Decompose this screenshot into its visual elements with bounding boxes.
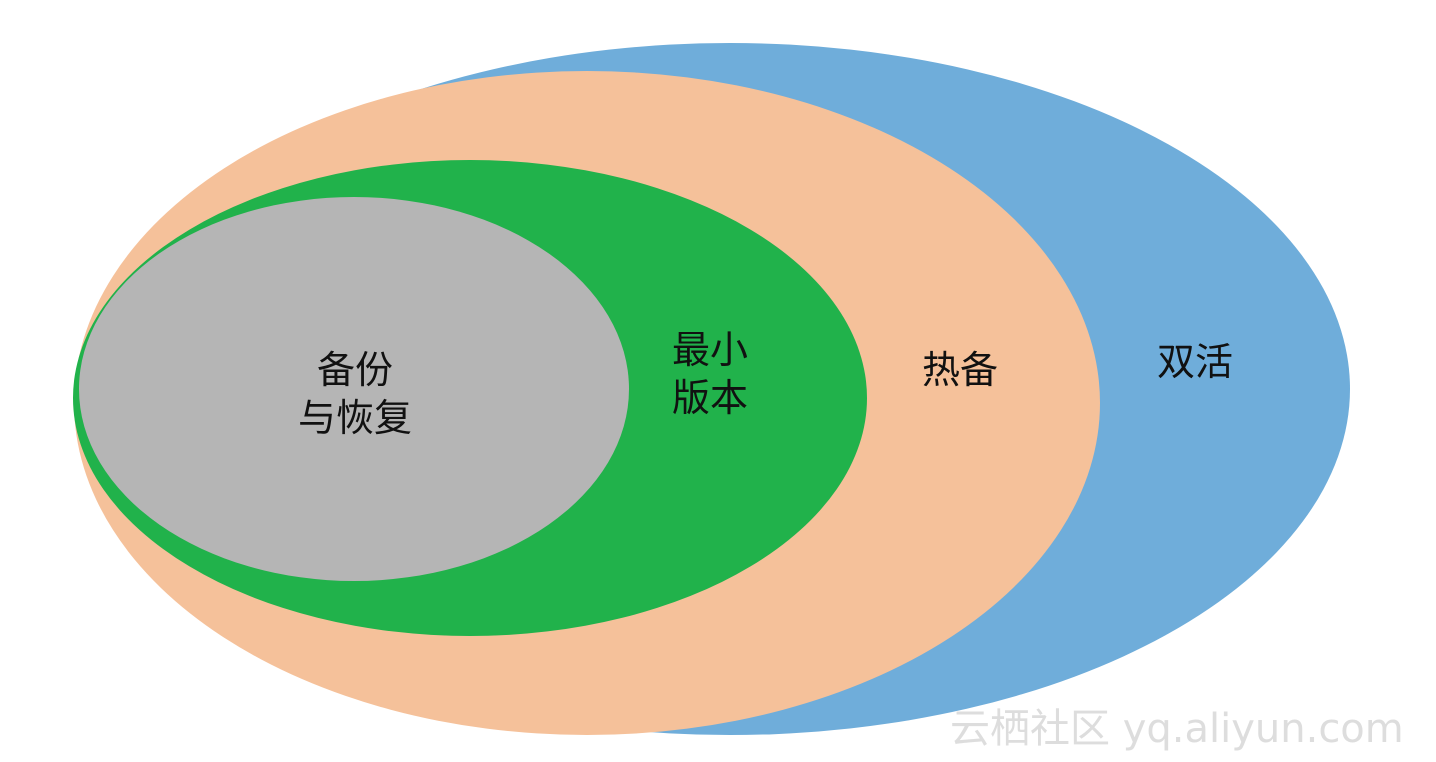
label-minimal-line2: 版本 [671, 376, 748, 420]
watermark-text: 云栖社区 yq.aliyun.com [950, 706, 1404, 752]
label-minimal-line1: 最小 [671, 328, 748, 372]
label-hot-standby: 热备 [921, 348, 998, 392]
label-backup-line2: 与恢复 [297, 396, 412, 440]
label-backup-restore: 备份 与恢复 [270, 346, 440, 442]
label-minimal-version: 最小 版本 [640, 326, 780, 422]
ellipse-backup [79, 197, 629, 581]
label-active-active: 双活 [1156, 340, 1233, 384]
label-backup-line1: 备份 [316, 348, 393, 392]
